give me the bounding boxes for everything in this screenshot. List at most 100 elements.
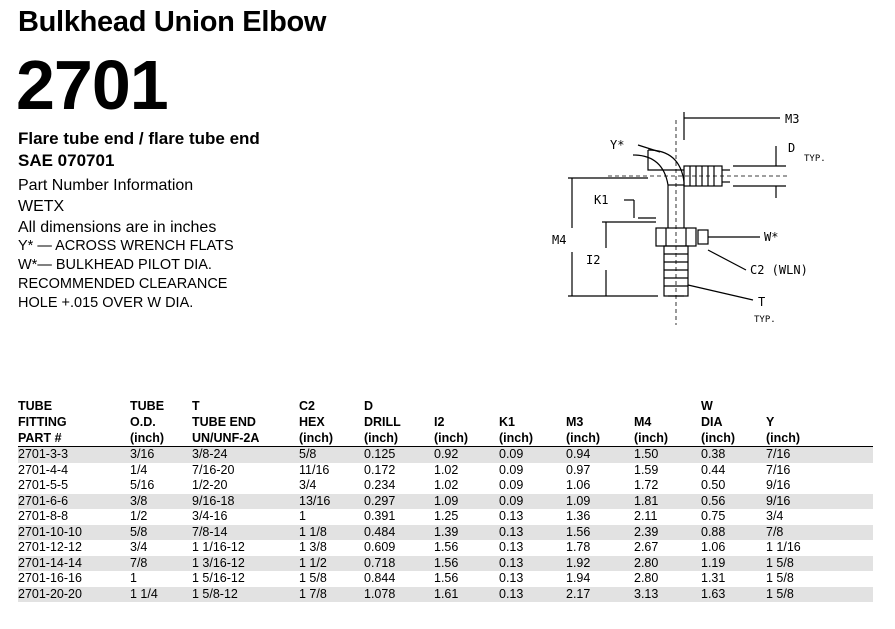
part-number-info: Part Number Information WETX All dimensi… (18, 175, 216, 238)
column-header-line: T (192, 399, 200, 413)
column-header-line: (inch) (566, 431, 601, 445)
table-cell: 1.61 (434, 586, 499, 602)
table-cell: 9/16 (766, 478, 791, 492)
table-cell: 1.59 (634, 462, 659, 477)
table-cell: 0.56 (701, 493, 766, 509)
table-cell: 1.94 (566, 571, 591, 585)
table-cell: 2701-12-12 (18, 540, 82, 554)
table-cell: 3/4 (130, 540, 148, 554)
table-cell: 1.56 (566, 524, 634, 540)
column-header-line: (inch) (364, 431, 399, 445)
table-cell: 0.297 (364, 493, 434, 509)
table-cell: 2.80 (634, 571, 659, 585)
note-recommended: RECOMMENDED CLEARANCE (18, 276, 228, 292)
column-header-line: (inch) (499, 431, 534, 445)
label-k1: K1 (594, 193, 608, 207)
table-cell: 5/8 (299, 446, 364, 463)
table-cell: 0.13 (499, 586, 566, 602)
table-cell: 1.31 (701, 571, 726, 585)
column-header-line: (inch) (130, 431, 165, 445)
table-cell: 1 5/16-12 (192, 571, 245, 585)
table-cell: 1 5/8 (766, 586, 873, 602)
table-cell: 3/16 (130, 446, 192, 463)
column-header-line (434, 398, 497, 414)
column-header-line (766, 398, 871, 414)
table-cell: 2701-14-14 (18, 555, 130, 571)
table-cell: 0.391 (364, 509, 396, 523)
table-cell: 1.81 (634, 493, 701, 509)
table-cell: 7/8 (130, 555, 192, 571)
table-cell: 2701-8-8 (18, 509, 69, 523)
note-y: Y* — ACROSS WRENCH FLATS (18, 238, 234, 254)
table-cell: 0.13 (499, 524, 566, 540)
table-cell: 3/8-24 (192, 446, 299, 463)
table-cell: 0.09 (499, 493, 566, 509)
table-cell: 1 1/4 (130, 586, 192, 602)
column-header-line: D (364, 399, 374, 413)
table-cell: 1.02 (434, 478, 459, 492)
column-header-line: (inch) (701, 431, 736, 445)
table-cell: 2.11 (634, 509, 658, 523)
table-cell: 0.484 (364, 524, 434, 540)
table-cell: 9/16 (766, 493, 873, 509)
column-header-line: I2 (434, 415, 445, 429)
table-cell: 1 1/2 (299, 555, 364, 571)
column-header-line: (inch) (634, 431, 669, 445)
table-cell: 1 5/8 (766, 571, 794, 585)
column-header: K1(inch) (499, 398, 566, 447)
column-header: TUBE O.D. (inch) (130, 398, 192, 447)
page-title: Bulkhead Union Elbow (18, 6, 327, 38)
part-series-number: 2701 (16, 46, 169, 124)
column-header-line: TUBE (130, 399, 165, 413)
table-cell: 1 1/16-12 (192, 540, 245, 554)
label-d-typ: TYP. (804, 154, 826, 164)
fitting-diagram: M3 Y* D TYP. K1 M4 W* I2 C2 (WLN) T TYP. (552, 112, 826, 325)
column-header-line: PART # (18, 431, 62, 445)
label-w: W* (764, 230, 778, 244)
note-clearance-hole: HOLE +.015 OVER W DIA. (18, 295, 194, 311)
table-cell: 0.88 (701, 524, 766, 540)
label-m3: M3 (785, 112, 799, 126)
label-i2: I2 (586, 253, 600, 267)
label-t-typ: TYP. (754, 315, 776, 325)
table-cell: 0.718 (364, 555, 434, 571)
column-header-line: UN/UNF-2A (192, 431, 260, 445)
table-cell: 2701-5-5 (18, 478, 69, 492)
table-cell: 1.36 (566, 509, 591, 523)
table-cell: 0.44 (701, 462, 726, 477)
table-cell: 7/8 (766, 524, 873, 540)
table-cell: 1 1/8 (299, 524, 364, 540)
column-header: M4(inch) (634, 398, 701, 447)
table-cell: 2701-10-10 (18, 524, 130, 540)
table-cell: 0.13 (499, 571, 524, 585)
column-header-line: O.D. (130, 415, 156, 429)
dimensions-note: All dimensions are in inches (18, 219, 217, 236)
table-cell: 1.06 (701, 540, 726, 554)
table-cell: 0.13 (499, 540, 524, 554)
table-cell: 1 5/8 (766, 555, 873, 571)
table-cell: 1 3/8 (299, 540, 327, 554)
column-header-line: W (701, 399, 713, 413)
table-cell: 0.09 (499, 446, 566, 463)
table-cell: 1/2-20 (192, 478, 228, 492)
column-header: Y(inch) (766, 398, 873, 447)
column-header: T TUBE END UN/UNF-2A (192, 398, 299, 447)
table-cell: 7/16 (766, 446, 873, 463)
table-cell: 1 3/16-12 (192, 555, 299, 571)
table-cell: 1.56 (434, 571, 459, 585)
table-cell: 1.25 (434, 509, 459, 523)
table-cell: 1/4 (130, 462, 148, 477)
table-cell: 0.94 (566, 446, 634, 463)
column-header-line: TUBE END (192, 415, 256, 429)
table-cell: 1.19 (701, 555, 766, 571)
column-header-line: (inch) (766, 431, 801, 445)
